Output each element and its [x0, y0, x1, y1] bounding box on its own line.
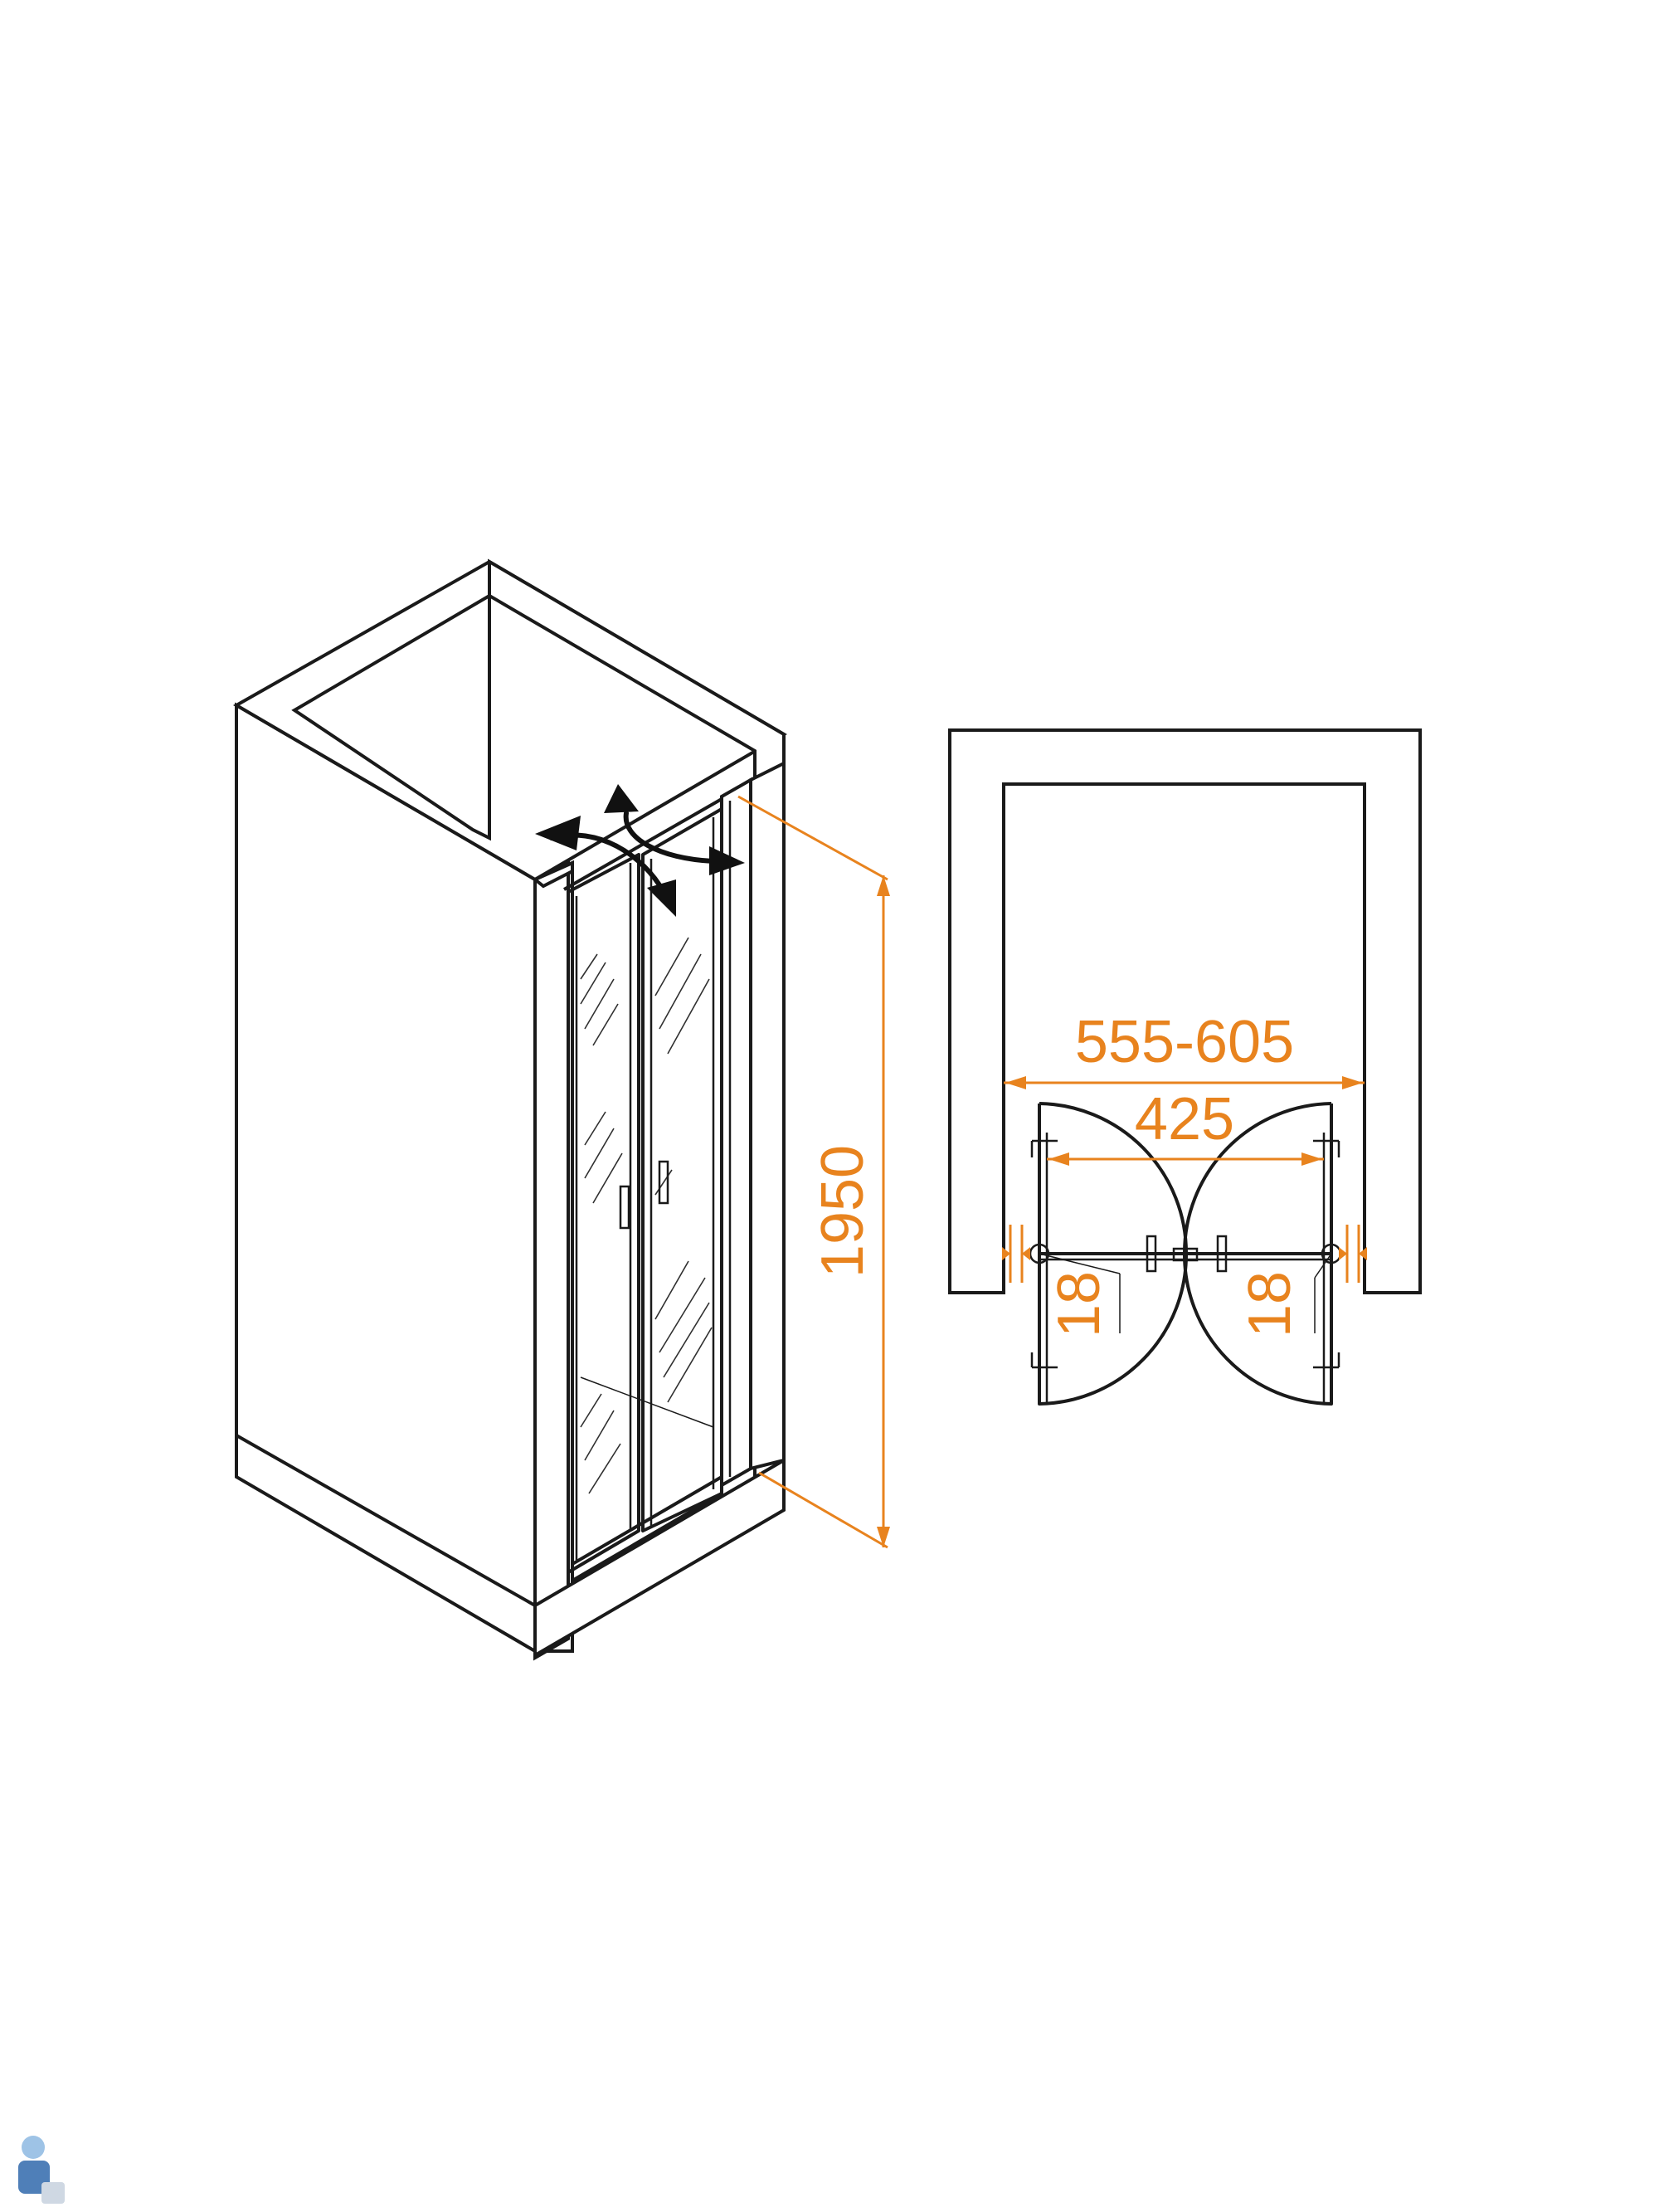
opening-dimension: 425 — [1047, 1086, 1324, 1166]
door-right — [641, 807, 723, 1532]
gap-right-label: 18 — [1237, 1271, 1303, 1337]
plan-view: 555-605 425 18 18 — [948, 728, 1422, 1406]
opening-arrows — [535, 784, 745, 917]
left-door-handle — [619, 1185, 630, 1230]
plan-walls — [948, 728, 1422, 1294]
height-dimension: 1950 — [737, 795, 890, 1549]
right-door-handle — [658, 1160, 669, 1205]
isometric-view: 1950 — [232, 558, 890, 1661]
corner-logo-icon — [18, 2136, 65, 2204]
gap-right-dimension: 18 — [1237, 1225, 1367, 1337]
height-label: 1950 — [810, 1145, 876, 1278]
shower-tray — [533, 1376, 786, 1659]
door-left — [567, 853, 640, 1574]
closed-doors — [1029, 1235, 1342, 1273]
width-dimension: 555-605 — [1004, 1009, 1365, 1089]
left-wall-edge — [532, 860, 574, 1661]
opening-label: 425 — [1135, 1086, 1234, 1152]
right-panel — [720, 760, 786, 1488]
gap-left-dimension: 18 — [1002, 1225, 1121, 1337]
width-label: 555-605 — [1075, 1009, 1294, 1075]
gap-left-label: 18 — [1046, 1271, 1112, 1337]
